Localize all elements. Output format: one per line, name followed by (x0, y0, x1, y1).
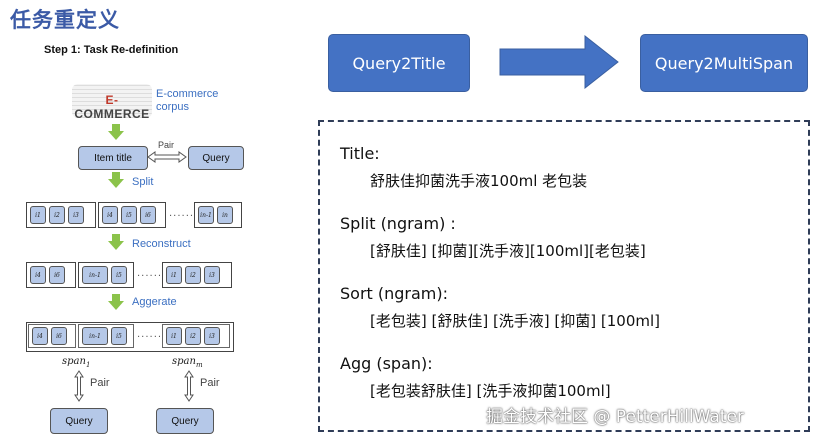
title-heading: Title: (340, 144, 380, 163)
pair-vertical-arrow-icon (74, 370, 84, 402)
span-label-left: span1 (62, 356, 91, 369)
page-title: 任务重定义 (10, 8, 120, 32)
token: i2 (185, 266, 201, 284)
split-chunk-1: i1 i2 i3 (26, 202, 96, 228)
pair-label-right: Pair (200, 377, 220, 389)
corpus-label: E-commerce corpus (156, 88, 219, 113)
example-box: Title: 舒肤佳抑菌洗手液100ml 老包装 Split (ngram) :… (318, 120, 810, 432)
pair-label-top: Pair (158, 140, 175, 150)
query-box-left: Query (50, 408, 108, 434)
reconstruct-chunk-2: in-1 i5 (78, 262, 134, 288)
aggregate-chunk-1: i4 i6 (28, 324, 76, 348)
token: i4 (30, 266, 46, 284)
token: i5 (111, 266, 127, 284)
reconstruct-chunk-1: i4 i6 (26, 262, 76, 288)
token: i3 (68, 206, 84, 224)
ecommerce-logo-word: E-COMMERCE (74, 93, 150, 121)
token: in-1 (82, 327, 108, 345)
aggregate-label: Aggerate (132, 296, 177, 308)
ellipsis: ...... (137, 268, 163, 279)
agg-text: [老包装舒肤佳] [洗手液抑菌100ml] (370, 382, 611, 400)
pair-label-left: Pair (90, 377, 110, 389)
arrow-down-icon (108, 294, 124, 310)
reconstruct-chunk-3: i1 i2 i3 (162, 262, 232, 288)
token: in (217, 206, 233, 224)
token: i6 (140, 206, 156, 224)
reconstruct-label: Reconstruct (132, 238, 191, 250)
token: i6 (49, 266, 65, 284)
span-label-right: spanm (172, 356, 203, 369)
split-label: Split (132, 176, 154, 188)
watermark: 掘金技术社区 @ PetterHillWater (486, 407, 744, 427)
token: i1 (166, 327, 182, 345)
token: in-1 (82, 266, 108, 284)
split-chunk-3: in-1 in (194, 202, 242, 228)
arrow-down-icon (108, 124, 124, 140)
agg-heading: Agg (span): (340, 354, 433, 373)
arrow-down-icon (108, 172, 124, 188)
token: i2 (185, 327, 201, 345)
sort-heading: Sort (ngram): (340, 284, 449, 303)
step-title: Step 1: Task Re-definition (44, 44, 179, 56)
title-text: 舒肤佳抑菌洗手液100ml 老包装 (370, 172, 588, 190)
token: in-1 (198, 206, 214, 224)
item-title-box: Item title (78, 146, 148, 170)
split-chunk-2: i4 i5 i6 (98, 202, 166, 228)
token: i5 (121, 206, 137, 224)
query-box-right: Query (156, 408, 214, 434)
ellipsis: ...... (137, 329, 163, 340)
query2title-box: Query2Title (328, 34, 470, 92)
aggregate-chunk-3: i1 i2 i3 (162, 324, 230, 348)
split-heading: Split (ngram) : (340, 214, 456, 233)
token: i2 (49, 206, 65, 224)
token: i4 (102, 206, 118, 224)
arrow-right-icon (499, 35, 619, 89)
token: i5 (111, 327, 127, 345)
query-box-top: Query (188, 146, 244, 170)
split-text: [舒肤佳] [抑菌][洗手液][100ml][老包装] (370, 242, 646, 260)
arrow-down-icon (108, 234, 124, 250)
token: i6 (51, 327, 67, 345)
token: i1 (166, 266, 182, 284)
token: i1 (30, 206, 46, 224)
aggregate-row (26, 322, 234, 352)
sort-text: [老包装] [舒肤佳] [洗手液] [抑菌] [100ml] (370, 312, 661, 330)
pair-vertical-arrow-icon (184, 370, 194, 402)
token: i3 (204, 327, 220, 345)
query2multispan-box: Query2MultiSpan (640, 34, 808, 92)
pair-double-arrow-icon (147, 151, 187, 163)
aggregate-chunk-2: in-1 i5 (78, 324, 134, 348)
token: i4 (32, 327, 48, 345)
ellipsis: ...... (169, 208, 195, 219)
ecommerce-logo: E-COMMERCE (72, 84, 152, 121)
token: i3 (204, 266, 220, 284)
